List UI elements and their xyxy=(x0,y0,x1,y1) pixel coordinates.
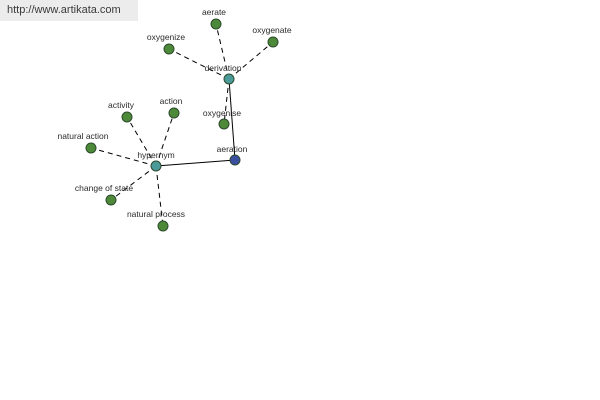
edge-hypernym-change-of-state xyxy=(110,165,157,201)
node-hypernym[interactable] xyxy=(150,160,162,172)
node-label-natural-process: natural process xyxy=(127,209,185,219)
source-banner: http://www.artikata.com xyxy=(0,0,138,21)
node-label-action: action xyxy=(160,96,183,106)
source-url-link[interactable]: http://www.artikata.com xyxy=(7,4,121,16)
node-oxygenise[interactable] xyxy=(218,118,230,130)
edge-aeration-hypernym xyxy=(155,159,236,167)
node-label-aeration: aeration xyxy=(217,144,248,154)
edge-hypernym-activity xyxy=(126,116,157,167)
node-aerate[interactable] xyxy=(210,18,222,30)
edge-hypernym-action xyxy=(155,112,175,167)
node-label-oxygenize: oxygenize xyxy=(147,32,186,42)
node-activity[interactable] xyxy=(121,111,133,123)
node-label-natural-action: natural action xyxy=(57,131,108,141)
node-label-change-of-state: change of state xyxy=(75,183,133,193)
node-label-aerate: aerate xyxy=(202,7,226,17)
node-oxygenize[interactable] xyxy=(163,43,175,55)
edge-hypernym-natural-process xyxy=(155,165,164,227)
node-label-oxygenate: oxygenate xyxy=(252,25,291,35)
labels-layer: aeration hypernym derivation aerate oxygenat… xyxy=(57,7,291,219)
node-aeration[interactable] xyxy=(229,154,241,166)
nodes-layer xyxy=(85,18,279,232)
edge-hypernym-natural-action xyxy=(90,147,157,167)
node-derivation[interactable] xyxy=(223,73,235,85)
edge-aeration-derivation xyxy=(228,78,236,161)
node-label-activity: activity xyxy=(108,100,135,110)
node-oxygenate[interactable] xyxy=(267,36,279,48)
edge-derivation-aerate xyxy=(215,23,230,80)
edge-derivation-oxygenize xyxy=(168,48,230,80)
node-label-hypernym: hypernym xyxy=(137,150,174,160)
node-label-derivation: derivation xyxy=(205,63,242,73)
node-natural-process[interactable] xyxy=(157,220,169,232)
edge-derivation-oxygenise xyxy=(223,78,230,125)
node-action[interactable] xyxy=(168,107,180,119)
node-change-of-state[interactable] xyxy=(105,194,117,206)
node-label-oxygenise: oxygenise xyxy=(203,108,242,118)
node-natural-action[interactable] xyxy=(85,142,97,154)
edges-layer xyxy=(90,23,274,227)
edge-derivation-oxygenate xyxy=(228,41,274,80)
